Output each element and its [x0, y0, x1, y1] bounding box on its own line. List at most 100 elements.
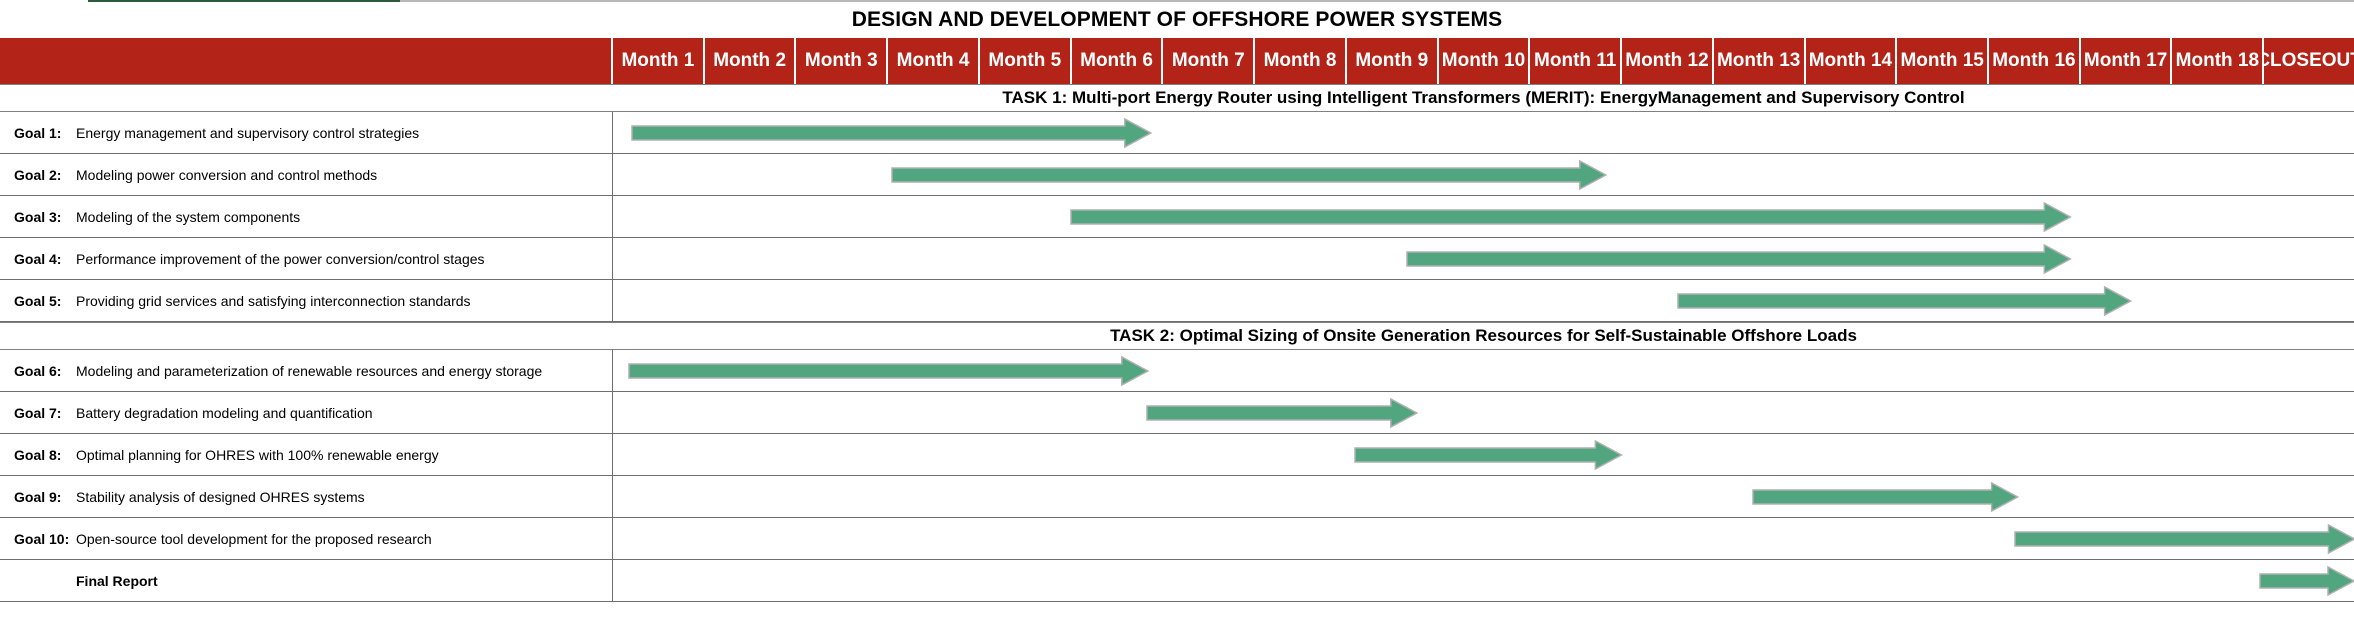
gantt-row: Goal 2: Modeling power conversion and con…	[0, 154, 2354, 196]
gantt-row: Goal 7: Battery degradation modeling and …	[0, 392, 2354, 434]
header-month-cell[interactable]: Month 5	[979, 38, 1072, 84]
header-month-cell[interactable]: CLOSEOUT	[2264, 38, 2354, 84]
gantt-row-label-cell: Final Report	[0, 560, 613, 601]
gantt-row-key: Goal 7:	[14, 404, 62, 421]
gantt-row-key: Goal 10:	[14, 530, 70, 547]
gantt-row: Goal 3: Modeling of the system components	[0, 196, 2354, 238]
header-month-cell[interactable]: Month 1	[613, 38, 705, 84]
header-month-cell[interactable]: Month 10	[1438, 38, 1531, 84]
gantt-row-key: Goal 2:	[14, 166, 62, 183]
gantt-row-description: Energy management and supervisory contro…	[76, 124, 420, 141]
top-rule-green	[88, 0, 400, 2]
gantt-row-description: Modeling power conversion and control me…	[76, 166, 378, 183]
gantt-bar[interactable]	[631, 117, 1153, 148]
gantt-row-bar-area	[613, 476, 2354, 517]
header-month-cell[interactable]: Month 4	[888, 38, 980, 84]
gantt-row-bar-area	[613, 112, 2354, 153]
gantt-row: Goal 4: Performance improvement of the po…	[0, 238, 2354, 280]
gantt-bar-arrow-icon	[627, 355, 1150, 386]
gantt-bar-arrow-icon	[1146, 397, 1419, 428]
gantt-row-label-cell: Goal 2: Modeling power conversion and con…	[0, 154, 613, 195]
header-label-cell	[0, 38, 613, 84]
gantt-row-description: Optimal planning for OHRES with 100% ren…	[76, 446, 439, 463]
gantt-bar[interactable]	[1752, 481, 2020, 512]
gantt-row-description: Stability analysis of designed OHRES sys…	[76, 488, 365, 505]
gantt-row-bar-area	[613, 392, 2354, 433]
header-month-cell[interactable]: Month 17	[2080, 38, 2173, 84]
gantt-row-description: Battery degradation modeling and quantif…	[76, 404, 373, 421]
gantt-bar[interactable]	[627, 355, 1150, 386]
gantt-bar-arrow-icon	[2013, 523, 2354, 554]
gantt-bar-arrow-icon	[1406, 243, 2072, 274]
header-month-cell[interactable]: Month 8	[1255, 38, 1347, 84]
gantt-bar[interactable]	[1146, 397, 1419, 428]
gantt-bar-arrow-icon	[1677, 285, 2133, 316]
page-title: DESIGN AND DEVELOPMENT OF OFFSHORE POWER…	[0, 2, 2354, 38]
gantt-bar[interactable]	[2013, 523, 2354, 554]
gantt-row: Final Report	[0, 560, 2354, 602]
gantt-row-key: Goal 4:	[14, 250, 62, 267]
header-month-cell[interactable]: Month 16	[1989, 38, 2081, 84]
gantt-bar[interactable]	[1353, 439, 1623, 470]
page-title-text: DESIGN AND DEVELOPMENT OF OFFSHORE POWER…	[851, 8, 1503, 31]
gantt-row-bar-area	[613, 518, 2354, 559]
gantt-bar-arrow-icon	[2259, 565, 2354, 596]
gantt-row-description: Providing grid services and satisfying i…	[76, 292, 471, 309]
header-month-cell[interactable]: Month 3	[796, 38, 889, 84]
gantt-bar[interactable]	[1677, 285, 2133, 316]
gantt-row-bar-area	[613, 238, 2354, 279]
gantt-bar-arrow-icon	[890, 159, 1607, 190]
header-month-cell[interactable]: Month 2	[704, 38, 797, 84]
top-rule-grey	[400, 0, 2354, 2]
gantt-row-description: Open-source tool development for the pro…	[76, 530, 432, 547]
gantt-row-key: Goal 5:	[14, 292, 62, 309]
gantt-row-label-cell: Goal 7: Battery degradation modeling and …	[0, 392, 613, 433]
gantt-bar[interactable]	[1070, 201, 2072, 232]
gantt-row-bar-area	[613, 434, 2354, 475]
gantt-row-bar-area	[613, 154, 2354, 195]
gantt-row: Goal 6: Modeling and parameterization of …	[0, 350, 2354, 392]
gantt-row-key: Goal 9:	[14, 488, 62, 505]
header-month-cell[interactable]: Month 13	[1713, 38, 1806, 84]
gantt-bar-arrow-icon	[631, 117, 1153, 148]
task-band-label: TASK 2: Optimal Sizing of Onsite Generat…	[1110, 326, 1857, 345]
gantt-row-bar-area	[613, 560, 2354, 601]
gantt-row: Goal 1: Energy management and supervisory…	[0, 112, 2354, 154]
header-month-cell[interactable]: Month 7	[1163, 38, 1256, 84]
gantt-row-description: Modeling and parameterization of renewab…	[76, 362, 543, 379]
gantt-row-label-cell: Goal 9: Stability analysis of designed OH…	[0, 476, 613, 517]
gantt-row-key: Goal 3:	[14, 208, 62, 225]
header-month-cell[interactable]: Month 18	[2172, 38, 2265, 84]
gantt-row-bar-area	[613, 350, 2354, 391]
header-month-cell[interactable]: Month 6	[1071, 38, 1164, 84]
header-month-cell[interactable]: Month 12	[1622, 38, 1714, 84]
gantt-row-key: Goal 6:	[14, 362, 62, 379]
gantt-row: Goal 5: Providing grid services and satis…	[0, 280, 2354, 322]
gantt-row: Goal 9: Stability analysis of designed OH…	[0, 476, 2354, 518]
gantt-row-label-cell: Goal 3: Modeling of the system components	[0, 196, 613, 237]
task-band-label: TASK 1: Multi-port Energy Router using I…	[1002, 88, 1965, 107]
gantt-row-label-cell: Goal 10: Open-source tool development for…	[0, 518, 613, 559]
header-month-cell[interactable]: Month 14	[1805, 38, 1898, 84]
gantt-row-key: Goal 1:	[14, 124, 62, 141]
gantt-row-label-cell: Goal 6: Modeling and parameterization of …	[0, 350, 613, 391]
gantt-row-label-cell: Goal 8: Optimal planning for OHRES with 1…	[0, 434, 613, 475]
gantt-bar-arrow-icon	[1070, 201, 2072, 232]
gantt-row-description: Modeling of the system components	[76, 208, 301, 225]
gantt-row-bar-area	[613, 196, 2354, 237]
gantt-bar[interactable]	[890, 159, 1607, 190]
gantt-row: Goal 10: Open-source tool development for…	[0, 518, 2354, 560]
gantt-row-description: Final Report	[76, 572, 158, 589]
gantt-bar-arrow-icon	[1752, 481, 2020, 512]
gantt-row-key: Goal 8:	[14, 446, 62, 463]
gantt-bar[interactable]	[1406, 243, 2072, 274]
header-month-cell[interactable]: Month 9	[1346, 38, 1439, 84]
header-month-cell[interactable]: Month 11	[1530, 38, 1623, 84]
gantt-row-description: Performance improvement of the power con…	[76, 250, 485, 267]
header-month-cell[interactable]: Month 15	[1897, 38, 1990, 84]
gantt-bar[interactable]	[2259, 565, 2354, 596]
gantt-row-bar-area	[613, 280, 2354, 321]
gantt-row-label-cell: Goal 1: Energy management and supervisory…	[0, 112, 613, 153]
